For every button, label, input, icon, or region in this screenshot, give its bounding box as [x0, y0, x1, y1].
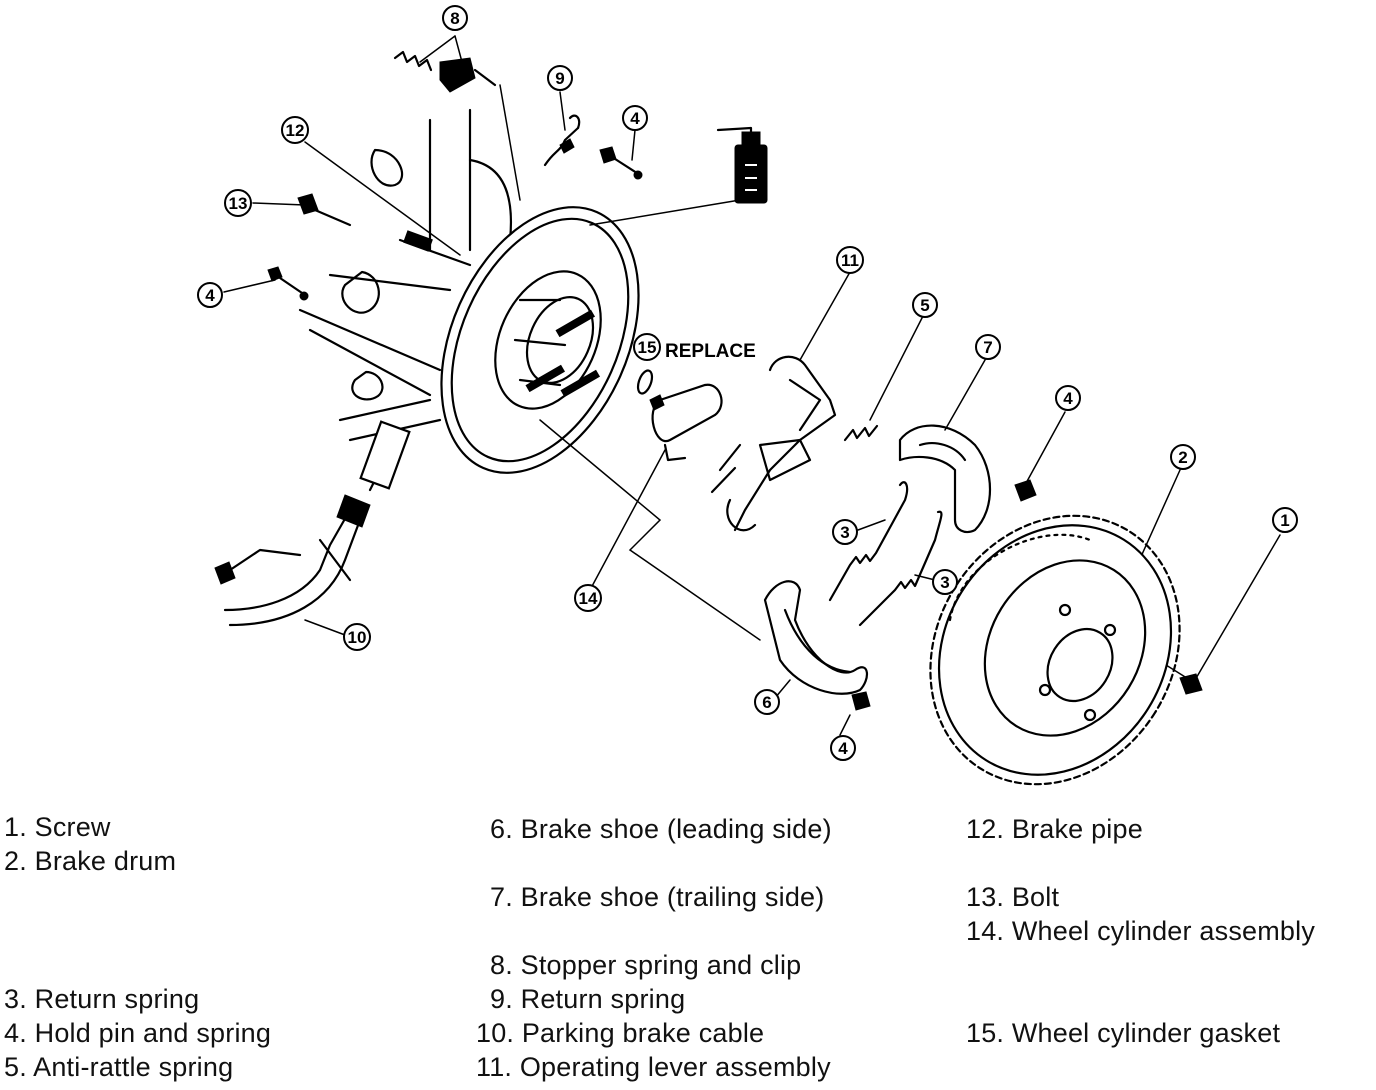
stopper-spring-and-clip	[393, 50, 497, 93]
callout-4-top: 4	[622, 105, 648, 131]
legend-item-9: 9. Return spring	[490, 984, 686, 1014]
svg-text:4: 4	[838, 739, 848, 758]
legend-item-13: 13. Bolt	[966, 882, 1060, 912]
brake-drum	[929, 514, 1181, 786]
callout-7: 7	[975, 334, 1001, 360]
parking-brake-cable	[214, 420, 411, 627]
brake-pipe	[370, 148, 472, 267]
svg-text:4: 4	[205, 286, 215, 305]
legend-item-10: 10. Parking brake cable	[476, 1018, 765, 1048]
callout-11: 11	[836, 246, 864, 274]
callout-10: 10	[343, 623, 371, 651]
svg-text:4: 4	[1063, 389, 1073, 408]
wheel-cylinder-assembly	[649, 383, 723, 462]
bolt-top	[599, 146, 643, 180]
callout-4-left: 4	[197, 282, 223, 308]
callout-6: 6	[754, 689, 780, 715]
svg-text:3: 3	[840, 523, 849, 542]
bolt-left	[267, 266, 309, 301]
bolt-13	[297, 193, 352, 227]
legend-item-2: 2. Brake drum	[4, 846, 177, 876]
callout-3-upper: 3	[832, 519, 858, 545]
brake-shoe-leading	[763, 580, 871, 711]
anti-rattle-spring	[843, 424, 879, 442]
svg-text:13: 13	[229, 194, 248, 213]
svg-text:12: 12	[286, 121, 305, 140]
callout-1: 1	[1272, 507, 1298, 533]
parts-legend: 1. Screw 2. Brake drum 3. Return spring …	[0, 800, 1376, 1090]
callout-2: 2	[1170, 444, 1196, 470]
backing-plate	[440, 206, 640, 474]
svg-text:3: 3	[940, 573, 949, 592]
svg-text:6: 6	[762, 693, 771, 712]
callout-12: 12	[281, 116, 309, 144]
brake-exploded-diagram: 8 9 4 12 13 4 11 5 7 15 REPLACE 4	[197, 5, 1298, 786]
replace-note: REPLACE	[665, 341, 756, 362]
svg-text:5: 5	[920, 296, 929, 315]
return-springs-lower	[828, 481, 943, 627]
callout-13: 13	[224, 189, 252, 217]
svg-text:1: 1	[1280, 511, 1289, 530]
callout-8: 8	[442, 5, 468, 31]
brake-shoe-trailing	[898, 424, 1037, 534]
legend-item-4: 4. Hold pin and spring	[4, 1018, 272, 1048]
legend-item-5: 5. Anti-rattle spring	[4, 1052, 234, 1082]
operating-lever-assembly	[710, 355, 837, 532]
grease-bottle-icon	[716, 126, 768, 204]
legend-item-12: 12. Brake pipe	[966, 814, 1143, 844]
return-spring-upper	[543, 114, 581, 167]
callout-4-bottom: 4	[830, 735, 856, 761]
legend-item-7: 7. Brake shoe (trailing side)	[490, 882, 825, 912]
legend-item-3: 3. Return spring	[4, 984, 200, 1014]
svg-text:7: 7	[983, 338, 992, 357]
drum-screw	[1179, 673, 1203, 695]
legend-item-14: 14. Wheel cylinder assembly	[966, 916, 1316, 946]
svg-text:15: 15	[638, 338, 657, 357]
legend-item-6: 6. Brake shoe (leading side)	[490, 814, 832, 844]
svg-text:11: 11	[841, 251, 859, 270]
legend-item-1: 1. Screw	[4, 812, 111, 842]
legend-item-8: 8. Stopper spring and clip	[490, 950, 802, 980]
wheel-cylinder-gasket	[636, 369, 654, 395]
svg-text:10: 10	[348, 628, 367, 647]
svg-text:9: 9	[555, 69, 564, 88]
callout-3-lower: 3	[932, 569, 958, 595]
svg-text:14: 14	[579, 589, 598, 608]
callout-14: 14	[574, 584, 602, 612]
legend-item-15: 15. Wheel cylinder gasket	[966, 1018, 1281, 1048]
legend-item-11: 11. Operating lever assembly	[476, 1052, 831, 1082]
callout-5: 5	[912, 292, 938, 318]
svg-text:4: 4	[630, 109, 640, 128]
svg-text:2: 2	[1178, 448, 1187, 467]
callout-9: 9	[547, 65, 573, 91]
svg-text:8: 8	[450, 9, 459, 28]
callout-15: 15	[633, 333, 661, 361]
callout-4-right: 4	[1055, 385, 1081, 411]
